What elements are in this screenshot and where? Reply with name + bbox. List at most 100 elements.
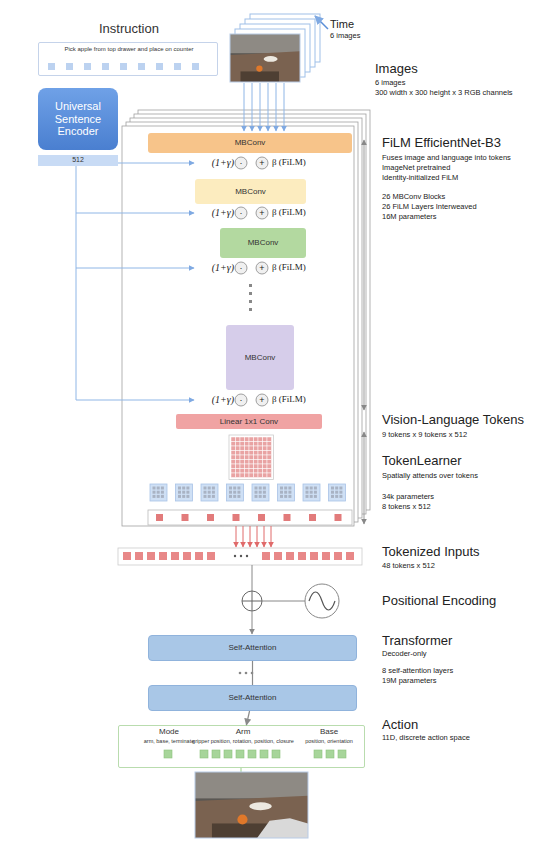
vision-token-cell bbox=[258, 473, 263, 478]
film-op-circle bbox=[256, 157, 268, 169]
vision-token-cell bbox=[263, 455, 268, 460]
annotation-text: 48 tokens x 512 bbox=[382, 562, 435, 570]
input-token bbox=[159, 552, 167, 560]
tokenlearner-cell bbox=[208, 495, 211, 498]
word-token bbox=[138, 63, 145, 70]
node-text: MBConv bbox=[235, 138, 266, 147]
film-op-circle bbox=[235, 262, 247, 274]
film-op-circle bbox=[256, 207, 268, 219]
tokenlearner-cell bbox=[263, 491, 266, 494]
annotation-text: (1+γ) bbox=[196, 394, 234, 405]
tokenlearner-cell bbox=[233, 487, 236, 490]
vision-token-cell bbox=[236, 460, 241, 465]
annotation-text: FiLM EfficientNet-B3 bbox=[382, 136, 501, 150]
annotation-text: Spatially attends over tokens bbox=[382, 472, 478, 480]
vision-token-cell bbox=[258, 451, 263, 456]
input-token bbox=[195, 552, 203, 560]
tokenlearner-cell bbox=[237, 487, 240, 490]
input-token bbox=[147, 552, 155, 560]
annotation-text: 11D, discrete action space bbox=[382, 734, 470, 742]
photo-wall bbox=[230, 34, 300, 53]
tokenlearner-cell bbox=[310, 495, 313, 498]
tokenlearner-map bbox=[303, 484, 320, 501]
vision-token-cell bbox=[263, 446, 268, 451]
token-grid-border bbox=[229, 435, 274, 480]
ellipsis-dot bbox=[249, 300, 252, 303]
input-token bbox=[274, 552, 282, 560]
vision-token-cell bbox=[231, 442, 236, 447]
action-token bbox=[200, 750, 208, 758]
ellipsis-dot bbox=[234, 555, 236, 557]
vision-token-cell bbox=[240, 437, 245, 442]
tokenlearner-cell bbox=[208, 487, 211, 490]
tokenlearner-cell bbox=[186, 487, 189, 490]
photo-table bbox=[195, 796, 308, 838]
annotation-text: 6 images bbox=[330, 32, 360, 40]
node-text: Instruction bbox=[39, 22, 219, 36]
node-text: Self-Attention bbox=[228, 643, 276, 652]
tokenlearner-cell bbox=[331, 491, 334, 494]
image-input-arrow bbox=[260, 83, 261, 131]
tokenlearner-cell bbox=[288, 491, 291, 494]
annotation-text: Positional Encoding bbox=[382, 594, 496, 608]
vision-token-cell bbox=[254, 469, 259, 474]
vision-token-cell bbox=[240, 451, 245, 456]
tokenlearner-cell bbox=[339, 495, 342, 498]
annotation-text: Vision-Language Tokens bbox=[382, 413, 524, 427]
tokenlearner-cell bbox=[212, 491, 215, 494]
film-op-circle bbox=[256, 262, 268, 274]
image-input-arrow bbox=[244, 83, 245, 131]
tokenlearner-cell bbox=[259, 491, 262, 494]
vision-token-cell bbox=[249, 451, 254, 456]
word-token bbox=[84, 63, 91, 70]
vision-token-cell bbox=[249, 442, 254, 447]
tokenlearner-cell bbox=[259, 495, 262, 498]
tokenlearner-cell bbox=[255, 495, 258, 498]
tokenlearner-map bbox=[252, 484, 269, 501]
word-token bbox=[174, 63, 181, 70]
input-token bbox=[334, 552, 342, 560]
action-token bbox=[224, 750, 232, 758]
input-image bbox=[230, 34, 300, 82]
learned-token bbox=[309, 514, 316, 521]
vision-token-cell bbox=[240, 460, 245, 465]
image-input-arrow bbox=[284, 83, 285, 131]
film-op-circle bbox=[235, 207, 247, 219]
vision-token-cell bbox=[236, 455, 241, 460]
vision-token-cell bbox=[258, 469, 263, 474]
tokenlearner-cell bbox=[284, 491, 287, 494]
vision-token-cell bbox=[240, 446, 245, 451]
span-bracket bbox=[364, 140, 365, 410]
annotation-text: 6 images bbox=[375, 79, 405, 87]
image-input-arrow bbox=[276, 83, 277, 131]
tokenlearner-cell bbox=[255, 487, 258, 490]
vision-token-cell bbox=[254, 460, 259, 465]
vision-token-cell bbox=[263, 442, 268, 447]
tokenlearner-cell bbox=[161, 495, 164, 498]
action-token bbox=[260, 750, 268, 758]
tokenlearner-cell bbox=[314, 491, 317, 494]
vision-token-cell bbox=[258, 442, 263, 447]
embedding-bar: 512 bbox=[38, 155, 118, 166]
flow-line bbox=[241, 768, 242, 772]
annotation-text: Time bbox=[330, 18, 354, 30]
input-token bbox=[322, 552, 330, 560]
tokenlearner-cell bbox=[288, 495, 291, 498]
add-cross bbox=[252, 591, 253, 611]
tokenlearner-cell bbox=[314, 495, 317, 498]
annotation-text: + bbox=[256, 394, 268, 406]
film-op-circle bbox=[256, 394, 268, 406]
word-token bbox=[48, 63, 55, 70]
input-token bbox=[298, 552, 306, 560]
input-token bbox=[286, 552, 294, 560]
annotation-text: 34k parameters bbox=[382, 493, 434, 501]
tokenlearner-cell bbox=[284, 495, 287, 498]
learned-token bbox=[156, 514, 163, 521]
tokenlearner-cell bbox=[310, 487, 313, 490]
flow-line bbox=[252, 611, 253, 634]
vision-token-cell bbox=[236, 469, 241, 474]
vision-token-cell bbox=[263, 473, 268, 478]
vision-token-cell bbox=[263, 451, 268, 456]
vision-token-cell bbox=[231, 469, 236, 474]
word-token bbox=[66, 63, 73, 70]
